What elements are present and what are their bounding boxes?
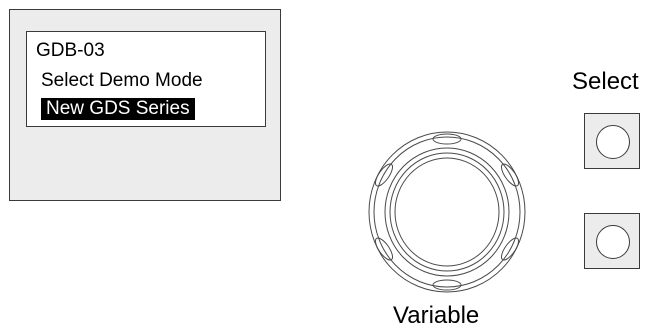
lcd-screen: GDB-03 Select Demo Mode New GDS Series [26,31,266,127]
lower-button-cap [596,225,630,259]
lcd-menu-title: Select Demo Mode [41,70,203,91]
select-label: Select [572,68,639,95]
variable-knob-icon[interactable] [367,130,527,294]
lower-button[interactable] [584,213,640,269]
device-display-panel: GDB-03 Select Demo Mode New GDS Series [9,9,281,201]
lcd-model-text: GDB-03 [36,40,105,61]
select-button-cap [596,125,630,159]
select-button[interactable] [584,113,640,169]
variable-label: Variable [393,302,480,329]
lcd-selected-option: New GDS Series [41,98,195,120]
